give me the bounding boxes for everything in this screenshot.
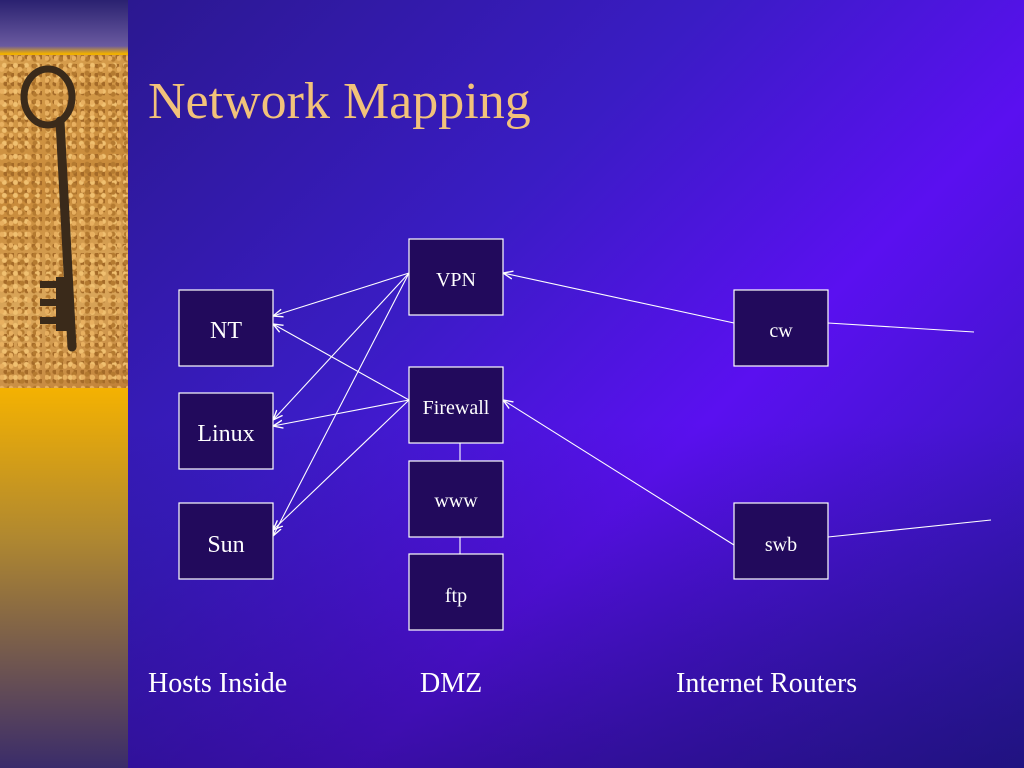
node-sun: Sun [178,502,274,580]
node-vpn: VPN [408,238,504,316]
node-label: swb [765,534,797,556]
edges [273,272,992,554]
slide-background [128,0,1024,768]
node-linux: Linux [178,392,274,470]
node-label: NT [210,318,242,344]
edge-vpn-linux [273,272,410,420]
node-label: cw [769,320,793,342]
node-label: www [434,490,478,512]
edge-cw-vpn [503,273,735,324]
node-label: Linux [197,421,254,447]
group-label-internet-routers: Internet Routers [676,668,858,699]
edge-vpn-sun [273,272,410,536]
key-icon [20,65,77,352]
node-label: Firewall [423,397,490,419]
edge-firewall-sun [273,399,410,530]
node-ftp: ftp [408,553,504,631]
edge-vpn-nt [273,272,410,316]
group-label-dmz: DMZ [420,668,483,699]
node-label: ftp [445,585,467,607]
edge-swb-internet [827,519,992,538]
edge-swb-firewall [503,400,735,546]
edge-firewall-nt [273,324,410,401]
node-swb: swb [733,502,829,580]
edge-firewall-linux [273,399,410,426]
slide-title: Network Mapping [148,73,531,130]
node-nt: NT [178,289,274,367]
edge-cw-internet [827,322,975,333]
node-cw: cw [733,289,829,367]
group-label-hosts-inside: Hosts Inside [148,668,288,699]
node-firewall: Firewall [408,366,504,444]
node-www: www [408,460,504,538]
key-image [0,55,128,388]
node-label: VPN [436,269,476,291]
node-label: Sun [207,532,244,558]
